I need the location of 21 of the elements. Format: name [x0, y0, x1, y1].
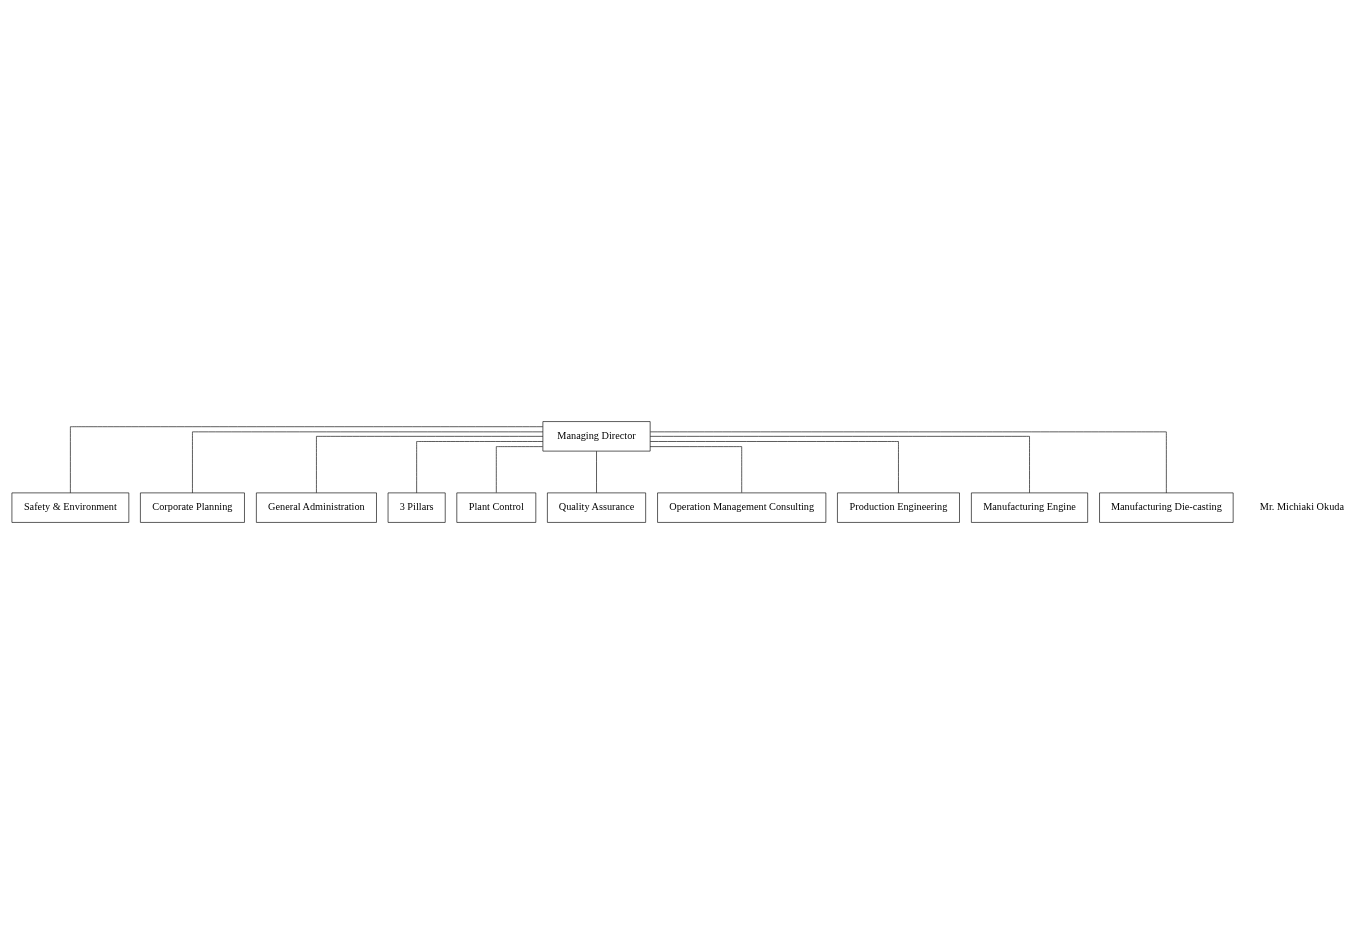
node-box: Manufacturing Engine [971, 492, 1088, 523]
label: Mr. Michiaki Okuda [1259, 501, 1344, 513]
connector [316, 436, 544, 494]
connector [70, 426, 543, 494]
node-box: Safety & Environment [11, 492, 130, 523]
connector [596, 450, 597, 494]
node-box: Managing Director [542, 421, 651, 452]
node-box: Production Engineering [837, 492, 960, 523]
connector [416, 441, 544, 494]
node-box: 3 Pillars [387, 492, 446, 523]
node-box: Manufacturing Die-casting [1099, 492, 1234, 523]
node-box: Operation Management Consulting [657, 492, 827, 523]
connector [192, 431, 544, 494]
connector [649, 446, 743, 493]
node-box: Quality Assurance [547, 492, 646, 523]
node-box: Plant Control [456, 492, 537, 523]
connector [649, 436, 1030, 494]
node-box: General Administration [256, 492, 377, 523]
node-box: Corporate Planning [140, 492, 245, 523]
connector [650, 431, 1167, 494]
connector [650, 441, 899, 494]
